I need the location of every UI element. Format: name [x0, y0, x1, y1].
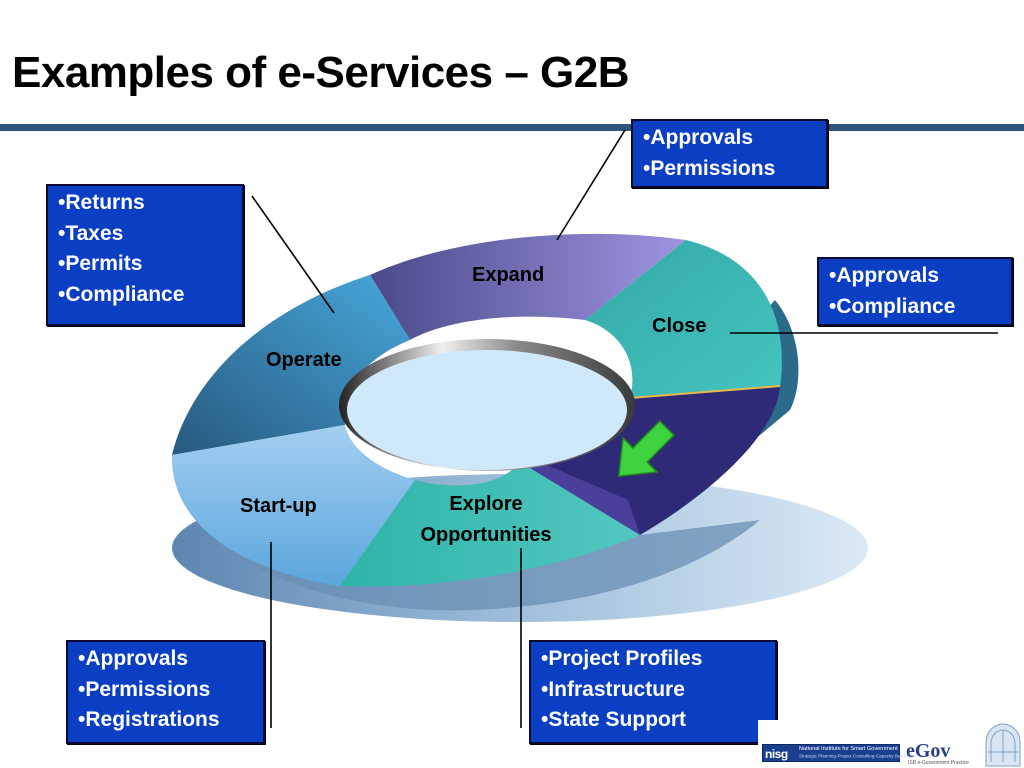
nisg-logo-tagline: Strategic Planning-Project Consulting-Ca…: [799, 754, 912, 759]
segment-operate: [172, 275, 410, 455]
leader-operate: [251, 195, 335, 314]
callout-operate-item: •Returns: [58, 191, 145, 214]
callout-close: •Approvals •Compliance: [817, 257, 1013, 326]
callout-expand-item: •Permissions: [643, 156, 776, 180]
callout-expand: •Approvals •Permissions: [631, 119, 828, 188]
title-rule: [0, 124, 1024, 131]
egov-logo: eGov ISB e-Government Practice: [906, 740, 974, 766]
callout-close-item: •Approvals: [829, 264, 940, 287]
segment-label-explore: Explore Opportunities: [400, 489, 572, 551]
callout-startup-item: •Approvals: [78, 647, 189, 670]
egov-logo-mark: eGov: [906, 740, 951, 762]
callout-startup: •Approvals •Permissions •Registrations: [66, 640, 265, 744]
segment-label-close: Close: [652, 315, 707, 337]
callout-close-item: •Compliance: [829, 294, 956, 318]
egov-logo-tagline: ISB e-Government Practice: [908, 760, 969, 766]
leader-expand: [556, 129, 626, 241]
segment-label-startup: Start-up: [240, 495, 317, 517]
segment-startup: [171, 425, 415, 586]
emblem-icon: [985, 723, 1021, 767]
segment-expand: [370, 233, 686, 340]
ring-center: [347, 350, 627, 470]
nisg-logo: nisg National Institute for Smart Govern…: [762, 744, 911, 762]
segment-close: [585, 240, 782, 398]
segment-label-explore-line2: Opportunities: [420, 524, 552, 546]
segment-explore: [340, 462, 640, 587]
callout-startup-item: •Permissions: [78, 677, 211, 701]
callout-startup-item: •Registrations: [78, 708, 220, 731]
nisg-logo-name: National Institute for Smart Government: [799, 746, 898, 752]
callout-operate-item: •Taxes: [58, 221, 124, 245]
callout-explore-item: •Project Profiles: [541, 647, 703, 670]
segment-label-expand: Expand: [472, 264, 545, 286]
callout-expand-item: •Approvals: [643, 126, 754, 149]
callout-explore: •Project Profiles •Infrastructure •State…: [529, 640, 777, 744]
nisg-logo-mark: nisg: [765, 747, 788, 761]
callout-operate-item: •Compliance: [58, 282, 185, 306]
callout-operate: •Returns •Taxes •Permits •Compliance: [46, 184, 244, 326]
callout-explore-item: •Infrastructure: [541, 677, 685, 701]
segment-label-explore-line1: Explore: [449, 493, 523, 515]
segment-label-operate: Operate: [266, 349, 342, 371]
slide-title: Examples of e-Services – G2B: [12, 48, 630, 97]
footer-logos: nisg National Institute for Smart Govern…: [758, 720, 1024, 768]
callout-operate-item: •Permits: [58, 252, 143, 275]
arrow-icon: [617, 419, 676, 478]
callout-explore-item: •State Support: [541, 708, 687, 731]
